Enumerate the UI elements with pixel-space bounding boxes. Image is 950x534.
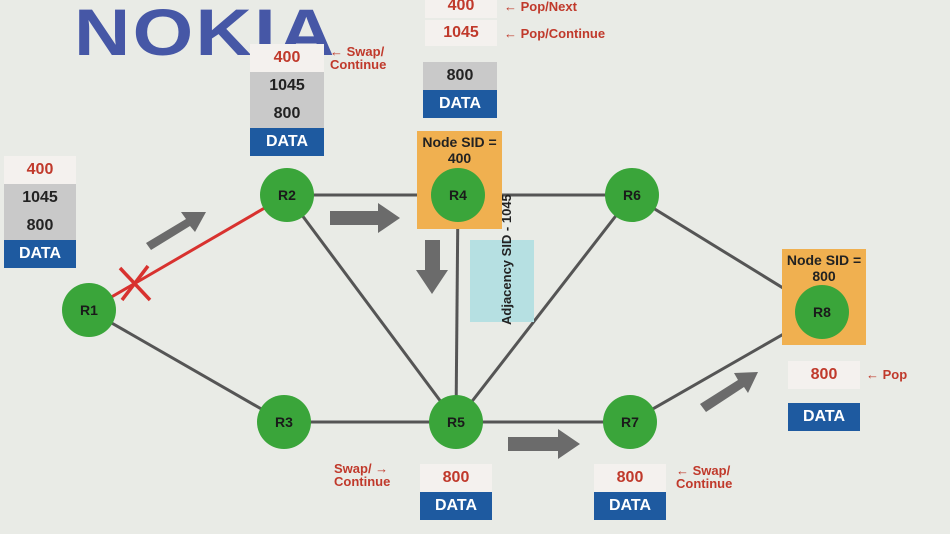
stack-r4-label-1045: 1045 (425, 20, 497, 46)
stack-r7-data: DATA (594, 492, 666, 520)
router-r8[interactable]: R8 (795, 285, 849, 339)
router-r8-label: R8 (813, 304, 831, 320)
router-r5[interactable]: R5 (429, 395, 483, 449)
router-r7[interactable]: R7 (603, 395, 657, 449)
link-r1-r2-failed (88, 193, 288, 312)
stack-r1-data: DATA (4, 240, 76, 268)
adjacency-sid-box (470, 240, 534, 322)
link-r2-r5 (285, 194, 458, 423)
arrow-r4-to-r5 (416, 240, 448, 294)
router-r6[interactable]: R6 (605, 168, 659, 222)
stack-r2-label-400: 400 (250, 44, 324, 72)
stack-r1-label-800: 800 (4, 212, 76, 240)
stack-r2-data: DATA (250, 128, 324, 156)
annotation-pop: ← Pop (866, 367, 908, 382)
link-r4-r5 (454, 194, 460, 423)
router-r3-label: R3 (275, 414, 293, 430)
link-failure-x-icon (118, 264, 152, 302)
stack-r4-label-400: 400 (425, 0, 497, 18)
stack-r7-label-800: 800 (594, 464, 666, 492)
router-r7-label: R7 (621, 414, 639, 430)
router-r4-label: R4 (449, 187, 467, 203)
router-r5-label: R5 (447, 414, 465, 430)
router-r1-label: R1 (80, 302, 98, 318)
annotation-swap-continue-r2: ← Swap/ Continue (330, 44, 387, 72)
annotation-swap-continue-r5: Swap/ → Continue (334, 461, 391, 489)
stack-r1-label-400: 400 (4, 156, 76, 184)
annotation-swap-continue-r7: ← Swap/ Continue (676, 463, 733, 491)
stack-r2-label-800: 800 (250, 100, 324, 128)
annotation-pop-next: ← Pop/Next (504, 0, 577, 14)
router-r1[interactable]: R1 (62, 283, 116, 337)
stack-r8-label-800: 800 (788, 361, 860, 389)
stack-r4-label-800: 800 (423, 62, 497, 90)
arrow-r1-to-r2 (146, 212, 206, 250)
stack-r4-data: DATA (423, 90, 497, 118)
link-r1-r3 (88, 308, 285, 424)
stack-r5-data: DATA (420, 492, 492, 520)
arrow-r2-to-r4 (330, 203, 400, 233)
router-r2[interactable]: R2 (260, 168, 314, 222)
stack-r5-label-800: 800 (420, 464, 492, 492)
router-r2-label: R2 (278, 187, 296, 203)
arrow-r5-to-r7 (508, 429, 580, 459)
link-r6-r5 (454, 194, 634, 423)
router-r6-label: R6 (623, 187, 641, 203)
stack-r1-label-1045: 1045 (4, 184, 76, 212)
arrow-r7-to-r8 (700, 372, 758, 412)
router-r3[interactable]: R3 (257, 395, 311, 449)
router-r4[interactable]: R4 (431, 168, 485, 222)
stack-r8-data: DATA (788, 403, 860, 431)
annotation-pop-continue: ← Pop/Continue (504, 26, 606, 41)
stack-r2-label-1045: 1045 (250, 72, 324, 100)
